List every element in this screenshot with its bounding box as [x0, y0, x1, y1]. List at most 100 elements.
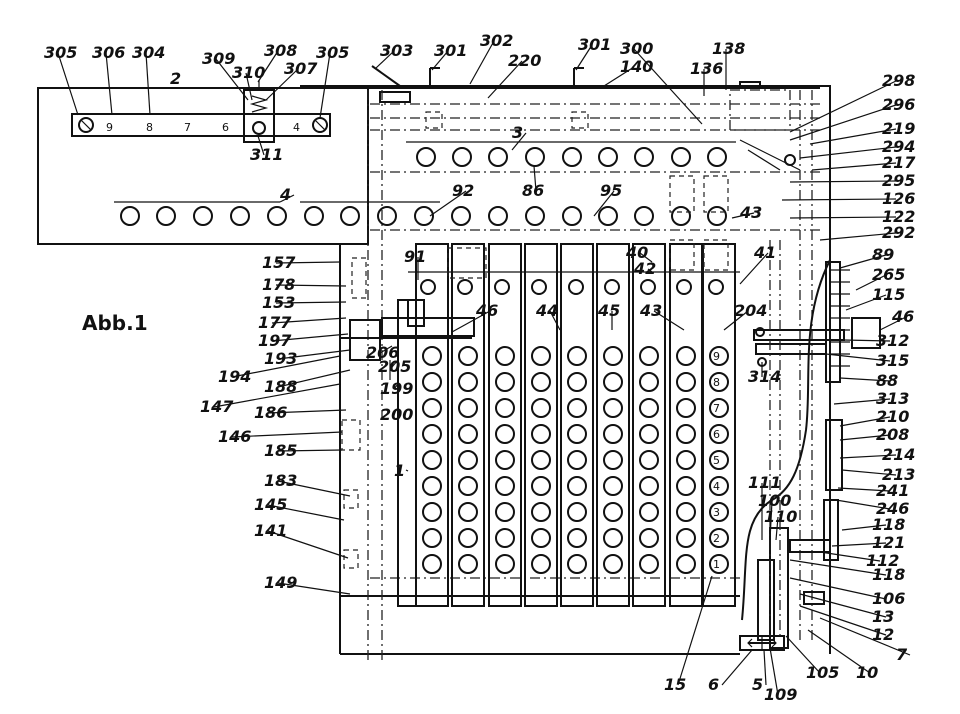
leader-line	[231, 431, 343, 438]
reference-numeral: 210	[876, 407, 909, 426]
column-key	[567, 424, 587, 444]
key	[414, 206, 434, 226]
leader-line	[533, 165, 537, 192]
column-key	[567, 476, 587, 496]
key	[634, 147, 654, 167]
column-key	[422, 346, 442, 366]
column-key	[639, 424, 659, 444]
reference-numeral: 109	[764, 685, 797, 704]
column-key	[422, 476, 442, 496]
column-key	[603, 502, 623, 522]
column-key	[709, 502, 729, 522]
column-key	[458, 502, 478, 522]
leader-line	[811, 162, 897, 171]
leader-line	[405, 469, 409, 472]
leader-line	[789, 216, 897, 219]
leader-line	[789, 104, 897, 141]
key	[525, 147, 545, 167]
reference-numeral: 149	[264, 573, 297, 592]
column-key	[531, 398, 551, 418]
scale-number: 4	[293, 121, 300, 134]
column-key	[603, 554, 623, 574]
reference-numeral: 246	[876, 499, 909, 518]
leader-line	[839, 377, 891, 382]
leader-line	[145, 52, 151, 116]
leader-line	[785, 635, 821, 674]
column-key	[709, 528, 729, 548]
reference-numeral: 208	[876, 425, 909, 444]
leader-line	[835, 499, 891, 510]
leader-line	[245, 72, 253, 101]
key	[120, 206, 140, 226]
column-key	[603, 450, 623, 470]
key	[340, 206, 360, 226]
right-mechanism	[669, 154, 881, 651]
leader-line	[799, 593, 887, 618]
key	[707, 206, 727, 226]
column-key	[676, 398, 696, 418]
leader-line	[215, 58, 249, 101]
column-key	[603, 398, 623, 418]
column-key	[458, 424, 478, 444]
column-digit: 6	[713, 428, 720, 441]
key-column	[397, 299, 417, 607]
leader-line	[763, 649, 767, 686]
leader-line	[677, 575, 713, 686]
leader-line	[879, 316, 907, 331]
reference-numeral: 126	[882, 189, 915, 208]
leader-line	[429, 190, 467, 217]
key	[193, 206, 213, 226]
reference-numeral: 122	[882, 207, 915, 226]
leader-line	[841, 469, 897, 476]
reference-numeral: 15	[664, 675, 686, 694]
leader-line	[319, 52, 331, 119]
leader-line	[603, 66, 635, 87]
leader-line	[275, 301, 347, 304]
leader-line	[393, 383, 399, 390]
leader-line	[105, 52, 113, 116]
reference-numeral: 292	[882, 223, 915, 242]
column-key	[676, 450, 696, 470]
leader-line	[769, 647, 779, 696]
reference-numeral: 265	[872, 265, 905, 284]
reference-numeral: 115	[872, 285, 905, 304]
scale-number: 7	[184, 121, 191, 134]
scale-number: 8	[146, 121, 153, 134]
reference-numeral: 313	[876, 389, 909, 408]
leader-line	[739, 252, 769, 285]
reference-numeral: 307	[284, 59, 318, 78]
column-key	[567, 450, 587, 470]
column-key	[422, 372, 442, 392]
leader-line	[639, 252, 653, 263]
scale-number: 6	[222, 121, 229, 134]
reference-numeral: 100	[758, 491, 791, 510]
column-digit: 9	[713, 350, 720, 363]
reference-numeral: 2	[170, 69, 181, 88]
leader-line	[379, 345, 393, 354]
leader-line	[511, 132, 527, 151]
slide-bar	[37, 80, 369, 245]
column-key	[639, 398, 659, 418]
machine-housing	[300, 65, 831, 660]
reference-numeral: 300	[620, 39, 653, 58]
leader-line	[809, 128, 897, 145]
reference-numeral: 91	[404, 247, 426, 266]
leader-line	[789, 180, 897, 183]
key	[671, 147, 691, 167]
leader-line	[267, 530, 349, 559]
key	[267, 206, 287, 226]
column-digit: 4	[713, 480, 720, 493]
reference-numeral: 199	[380, 379, 413, 398]
leader-line	[845, 294, 887, 311]
leader-line	[837, 487, 891, 492]
leader-line	[855, 274, 887, 291]
reference-numeral: 301	[578, 35, 611, 54]
reference-numeral: 314	[748, 367, 781, 386]
column-key	[639, 372, 659, 392]
column-key	[458, 450, 478, 470]
leader-line	[819, 551, 881, 562]
reference-numeral: 86	[522, 181, 544, 200]
leader-line	[819, 617, 911, 656]
column-key	[422, 450, 442, 470]
